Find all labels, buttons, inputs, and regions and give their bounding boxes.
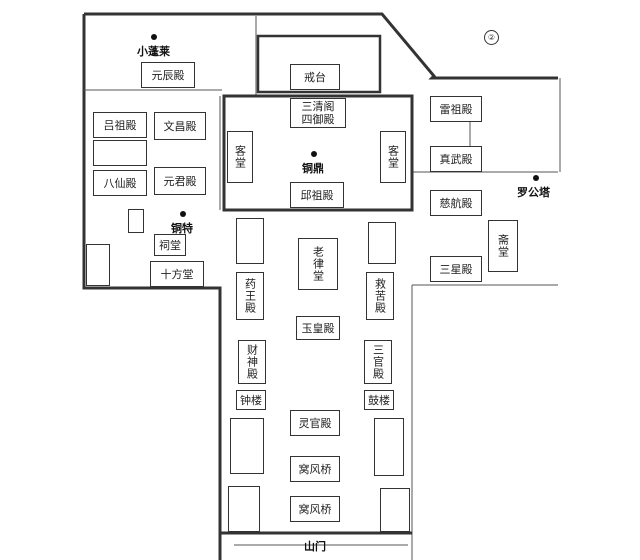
jietai-frame xyxy=(256,34,382,94)
central-courtyard xyxy=(222,94,414,212)
outer-wall xyxy=(84,12,558,80)
hall-baxian[interactable]: 八仙殿 xyxy=(93,170,147,196)
hall-yuanjun[interactable]: 元君殿 xyxy=(154,167,206,195)
hall-laolv[interactable]: 老律堂 xyxy=(298,238,338,290)
hall-shifang[interactable]: 十方堂 xyxy=(150,261,204,287)
hall-cihang[interactable]: 慈航殿 xyxy=(430,190,482,216)
annex-building xyxy=(93,140,147,166)
building-west-1 xyxy=(236,218,264,264)
luogongta-dot-icon xyxy=(533,175,539,181)
landmark-luogongta: 罗公塔 xyxy=(517,186,550,199)
hall-kongtang-right[interactable]: 客堂 xyxy=(380,131,406,183)
hall-kongtang-left[interactable]: 客堂 xyxy=(227,131,253,183)
hall-jiuku[interactable]: 救苦殿 xyxy=(366,272,394,320)
hall-wenchang[interactable]: 文昌殿 xyxy=(154,112,206,140)
bridge-wofeng-2[interactable]: 窝风桥 xyxy=(290,496,340,522)
building-west-3 xyxy=(228,486,260,532)
hall-sanqing-line-2: 四御殿 xyxy=(301,113,335,126)
hall-qiuzu[interactable]: 邱祖殿 xyxy=(290,182,344,208)
hall-sanxing[interactable]: 三星殿 xyxy=(430,256,482,282)
hall-sanqing-line-1: 三清阁 xyxy=(301,100,335,113)
hall-sanqing[interactable]: 三清阁 四御殿 xyxy=(290,98,346,128)
building-east-3 xyxy=(380,488,410,532)
landmark-tongte: 铜特 xyxy=(171,222,193,235)
outer-wall-left xyxy=(82,14,222,560)
hall-zhenwu[interactable]: 真武殿 xyxy=(430,146,482,172)
building-east-1 xyxy=(368,222,396,264)
building-west-2 xyxy=(230,418,264,474)
hall-gulou[interactable]: 鼓楼 xyxy=(364,390,394,410)
hall-citang[interactable]: 祠堂 xyxy=(154,234,186,256)
hall-yuhuang[interactable]: 玉皇殿 xyxy=(296,316,340,340)
hall-yuanchen[interactable]: 元辰殿 xyxy=(141,62,195,88)
bridge-wofeng-1[interactable]: 窝风桥 xyxy=(290,456,340,482)
hall-sanguan[interactable]: 三官殿 xyxy=(364,340,392,384)
landmark-tongding: 铜鼎 xyxy=(302,162,324,175)
gate-shanmen[interactable]: 山门 xyxy=(304,540,326,553)
building-east-2 xyxy=(374,418,404,476)
hall-leizu[interactable]: 雷祖殿 xyxy=(430,96,482,122)
small-building xyxy=(128,209,144,233)
landmark-xiaopenglai: 小蓬莱 xyxy=(137,45,170,58)
hall-jietai[interactable]: 戒台 xyxy=(290,64,340,90)
tongding-dot-icon xyxy=(311,151,317,157)
tongte-dot-icon xyxy=(180,211,186,217)
hall-yaowang[interactable]: 药王殿 xyxy=(236,272,264,320)
hall-caishen[interactable]: 财神殿 xyxy=(238,340,266,384)
hall-zhonglou[interactable]: 钟楼 xyxy=(236,390,266,410)
xiaopenglai-dot-icon xyxy=(151,34,157,40)
hall-lingguan[interactable]: 灵官殿 xyxy=(290,410,340,436)
hall-zhaitang[interactable]: 斋堂 xyxy=(488,220,518,272)
hall-lvzu[interactable]: 吕祖殿 xyxy=(93,112,147,138)
small-building-southwest xyxy=(86,244,110,286)
map-number-marker: ② xyxy=(484,30,499,45)
